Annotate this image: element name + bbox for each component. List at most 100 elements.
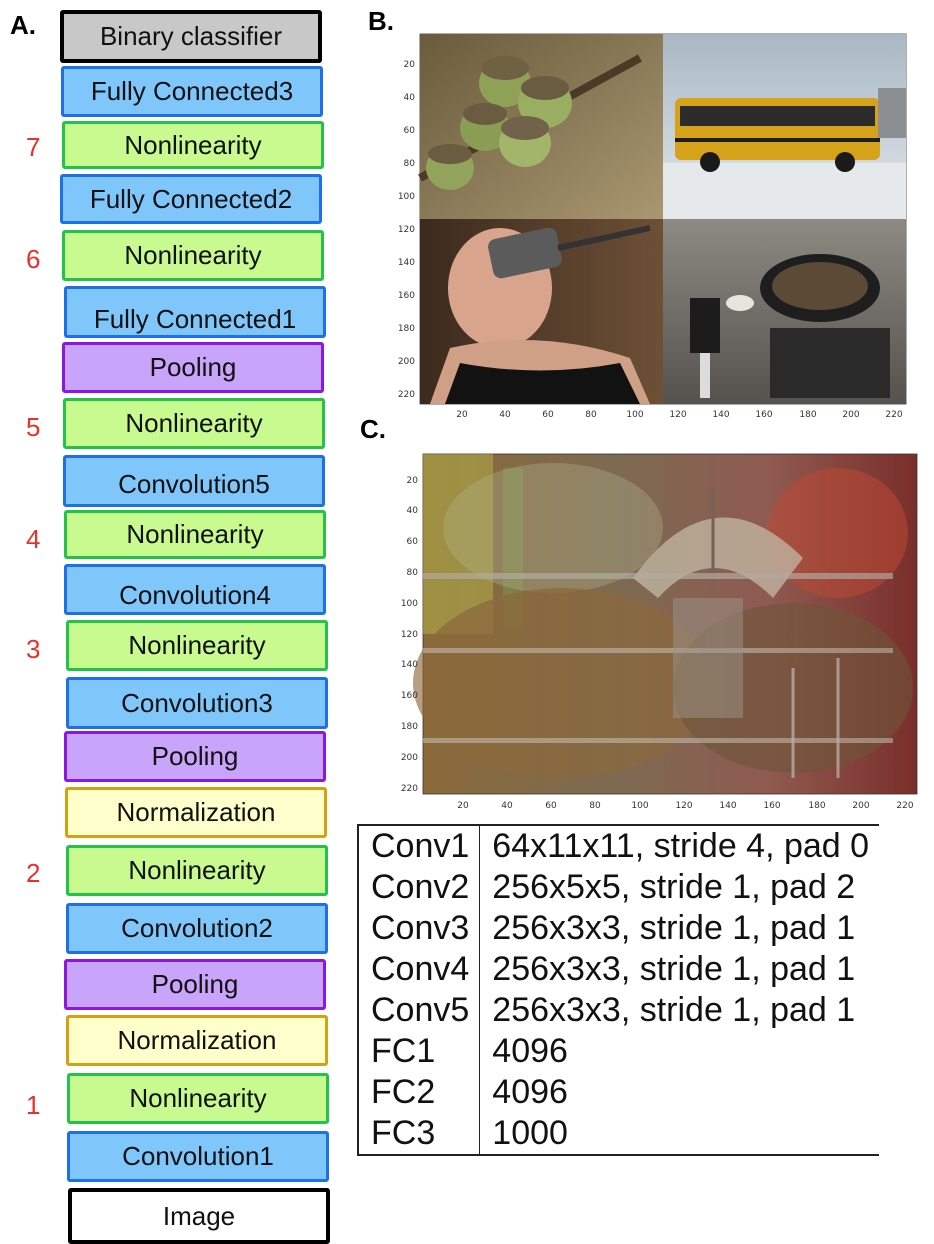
layer-name-cell: FC1: [358, 1031, 481, 1072]
layer-convolution3: Convolution3: [66, 677, 328, 729]
plot-c-y-ticks: 20 40 60 80 100 120 140 160 180 200 220: [401, 476, 418, 794]
blended-image: [413, 454, 913, 778]
tick-label: 40: [407, 506, 419, 516]
tick-label: 200: [398, 357, 415, 367]
layer-pooling-1: Pooling: [64, 959, 326, 1010]
table-row: Conv5 256x3x3, stride 1, pad 1: [358, 990, 879, 1031]
tick-label: 40: [501, 801, 513, 811]
table-row: Conv3 256x3x3, stride 1, pad 1: [358, 908, 879, 949]
layer-spec-cell: 4096: [492, 1073, 568, 1111]
tick-label: 140: [401, 660, 418, 670]
tick-label: 220: [896, 801, 913, 811]
layer-nonlinearity-1: Nonlinearity: [67, 1073, 329, 1124]
tick-label: 180: [398, 324, 415, 334]
stage-number-5: 5: [26, 412, 41, 442]
tick-label: 220: [398, 390, 415, 400]
tick-label: 100: [631, 801, 648, 811]
tick-label: 180: [401, 722, 418, 732]
layer-nonlinearity-4: Nonlinearity: [64, 510, 326, 559]
tick-label: 120: [398, 225, 415, 235]
stage-number-4: 4: [26, 524, 41, 554]
tick-label: 100: [398, 192, 415, 202]
tick-label: 160: [763, 801, 780, 811]
layer-spec-cell: 256x3x3, stride 1, pad 1: [492, 950, 856, 988]
stage-number-6: 6: [26, 244, 41, 274]
layer-spec-cell: 256x3x3, stride 1, pad 1: [492, 991, 856, 1029]
tick-label: 200: [401, 753, 418, 763]
layer-name-cell: Conv5: [358, 990, 481, 1031]
layer-pooling-2: Pooling: [64, 731, 326, 782]
layer-name-cell: Conv1: [358, 825, 481, 867]
tick-label: 80: [407, 568, 419, 578]
tick-label: 20: [407, 476, 419, 486]
tick-label: 180: [808, 801, 825, 811]
layer-spec-cell: 1000: [492, 1114, 568, 1152]
layer-name-cell: Conv2: [358, 867, 481, 908]
tick-label: 160: [398, 291, 415, 301]
tick-label: 20: [456, 410, 468, 420]
layer-image: Image: [68, 1188, 330, 1244]
tick-label: 20: [457, 801, 469, 811]
image-grid-plot: 20 40 60 80 100 120 140 160 180 200 220 …: [398, 33, 907, 420]
layer-convolution2: Convolution2: [66, 903, 328, 954]
tick-label: 80: [404, 159, 416, 169]
tick-label: 100: [626, 410, 643, 420]
layer-spec-cell: 256x5x5, stride 1, pad 2: [492, 868, 856, 906]
panel-label-b: B.: [368, 6, 394, 36]
tick-label: 140: [719, 801, 736, 811]
layer-normalization-2: Normalization: [65, 787, 327, 838]
woman-spatula-photo: [420, 219, 663, 404]
panel-label-c: C.: [360, 414, 386, 444]
tick-label: 40: [499, 410, 511, 420]
tick-label: 100: [401, 599, 418, 609]
table-row: FC2 4096: [358, 1072, 879, 1113]
blended-image-plot: 20 40 60 80 100 120 140 160 180 200 220 …: [401, 453, 918, 811]
tick-label: 220: [885, 410, 902, 420]
panel-label-a: A.: [10, 10, 36, 40]
tick-label: 180: [799, 410, 816, 420]
layer-name-cell: Conv4: [358, 949, 481, 990]
table-row: FC1 4096: [358, 1031, 879, 1072]
layer-spec-cell: 64x11x11, stride 4, pad 0: [492, 827, 870, 865]
tick-label: 220: [401, 784, 418, 794]
layer-fully-connected2: Fully Connected2: [60, 174, 322, 224]
layer-name-cell: FC3: [358, 1113, 481, 1155]
tick-label: 160: [755, 410, 772, 420]
stage-number-7: 7: [26, 132, 41, 162]
stage-number-3: 3: [26, 634, 41, 664]
layer-nonlinearity-3: Nonlinearity: [66, 620, 328, 671]
layer-name-cell: Conv3: [358, 908, 481, 949]
bus-photo: [663, 34, 906, 219]
tick-label: 60: [407, 537, 419, 547]
tick-label: 160: [401, 691, 418, 701]
layer-binary-classifier: Binary classifier: [60, 10, 322, 63]
layer-normalization-1: Normalization: [66, 1015, 328, 1066]
stage-number-1: 1: [26, 1090, 41, 1120]
layer-parameter-table: Conv1 64x11x11, stride 4, pad 0 Conv2 256x…: [357, 824, 880, 1156]
layer-pooling-3: Pooling: [62, 342, 324, 393]
table-row: Conv4 256x3x3, stride 1, pad 1: [358, 949, 879, 990]
layer-convolution5: Convolution5: [63, 455, 325, 507]
tick-label: 60: [545, 801, 557, 811]
frying-pan-photo: [663, 219, 906, 404]
tick-label: 200: [852, 801, 869, 811]
stage-number-2: 2: [26, 858, 41, 888]
table-row: Conv2 256x5x5, stride 1, pad 2: [358, 867, 879, 908]
plot-b-x-ticks: 20 40 60 80 100 120 140 160 180 200 220: [456, 410, 903, 420]
tick-label: 80: [589, 801, 601, 811]
layer-nonlinearity-5: Nonlinearity: [63, 398, 325, 449]
plot-b-y-ticks: 20 40 60 80 100 120 140 160 180 200 220: [398, 60, 415, 400]
layer-spec-cell: 4096: [492, 1032, 568, 1070]
tick-label: 120: [401, 630, 418, 640]
layer-nonlinearity-7: Nonlinearity: [62, 121, 324, 169]
layer-convolution4: Convolution4: [64, 564, 326, 615]
layer-name-cell: FC2: [358, 1072, 481, 1113]
acorn-photo: [418, 34, 663, 219]
tick-label: 40: [404, 93, 416, 103]
table-row: FC3 1000: [358, 1113, 879, 1155]
layer-spec-cell: 256x3x3, stride 1, pad 1: [492, 909, 856, 947]
tick-label: 140: [712, 410, 729, 420]
tick-label: 200: [842, 410, 859, 420]
tick-label: 120: [669, 410, 686, 420]
layer-nonlinearity-6: Nonlinearity: [62, 230, 324, 281]
